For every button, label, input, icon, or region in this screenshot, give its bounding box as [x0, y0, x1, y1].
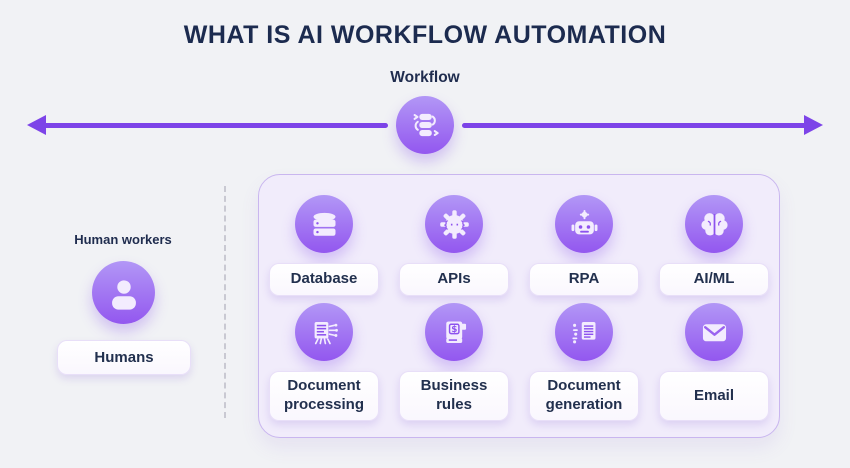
document-generation-label: Document generation — [545, 377, 623, 413]
automation-tools-panel: Database — [258, 174, 780, 438]
tool-item-database: Database — [261, 195, 387, 296]
workflow-badge — [396, 96, 454, 154]
person-icon — [105, 274, 143, 312]
email-icon — [698, 316, 731, 349]
right-arrow-line — [462, 123, 808, 128]
apis-chip: APIs — [399, 263, 509, 296]
database-icon — [308, 208, 341, 241]
aiml-badge — [685, 195, 743, 253]
aiml-label: AI/ML — [693, 270, 735, 288]
rpa-label: RPA — [568, 270, 600, 288]
database-badge — [295, 195, 353, 253]
left-arrowhead — [27, 115, 46, 135]
aiml-chip: AI/ML — [659, 263, 769, 296]
workflow-label: Workflow — [390, 69, 460, 86]
document-generation-chip: Document generation — [529, 371, 639, 421]
humans-badge — [92, 261, 155, 324]
tool-item-aiml: AI/ML — [651, 195, 777, 296]
left-arrow-line — [42, 123, 388, 128]
tool-item-document-generation: Document generation — [521, 303, 647, 421]
email-label: Email — [693, 386, 735, 404]
humans-label-chip: Humans — [57, 340, 191, 375]
brain-icon — [698, 208, 731, 241]
workflow-icon — [408, 108, 442, 142]
business-rules-icon: $ — [438, 316, 471, 349]
document-processing-chip: Document processing — [269, 371, 379, 421]
tools-row-1: Database — [259, 195, 779, 296]
api-gear-icon: {··} — [438, 208, 471, 241]
document-processing-icon — [308, 316, 341, 349]
email-badge — [685, 303, 743, 361]
apis-label: APIs — [437, 270, 471, 288]
apis-badge: {··} — [425, 195, 483, 253]
document-generation-icon — [568, 316, 601, 349]
page-title: WHAT IS AI WORKFLOW AUTOMATION — [183, 21, 667, 49]
humans-label: Humans — [94, 349, 154, 366]
tools-row-2: Document processing $ — [259, 303, 779, 421]
rpa-badge — [555, 195, 613, 253]
document-processing-badge — [295, 303, 353, 361]
dashed-divider — [224, 186, 226, 418]
database-label: Database — [290, 270, 358, 288]
business-rules-badge: $ — [425, 303, 483, 361]
right-arrowhead — [804, 115, 823, 135]
robot-icon — [568, 208, 601, 241]
email-chip: Email — [659, 371, 769, 421]
human-workers-heading: Human workers — [74, 232, 172, 247]
tool-item-document-processing: Document processing — [261, 303, 387, 421]
document-generation-badge — [555, 303, 613, 361]
business-rules-label: Business rules — [420, 377, 488, 413]
database-chip: Database — [269, 263, 379, 296]
document-processing-label: Document processing — [283, 377, 365, 413]
rpa-chip: RPA — [529, 263, 639, 296]
tool-item-apis: {··} APIs — [391, 195, 517, 296]
tool-item-business-rules: $ Business rules — [391, 303, 517, 421]
svg-text:{··}: {··} — [443, 219, 466, 230]
business-rules-chip: Business rules — [399, 371, 509, 421]
tool-item-rpa: RPA — [521, 195, 647, 296]
tool-item-email: Email — [651, 303, 777, 421]
svg-text:$: $ — [451, 324, 457, 334]
